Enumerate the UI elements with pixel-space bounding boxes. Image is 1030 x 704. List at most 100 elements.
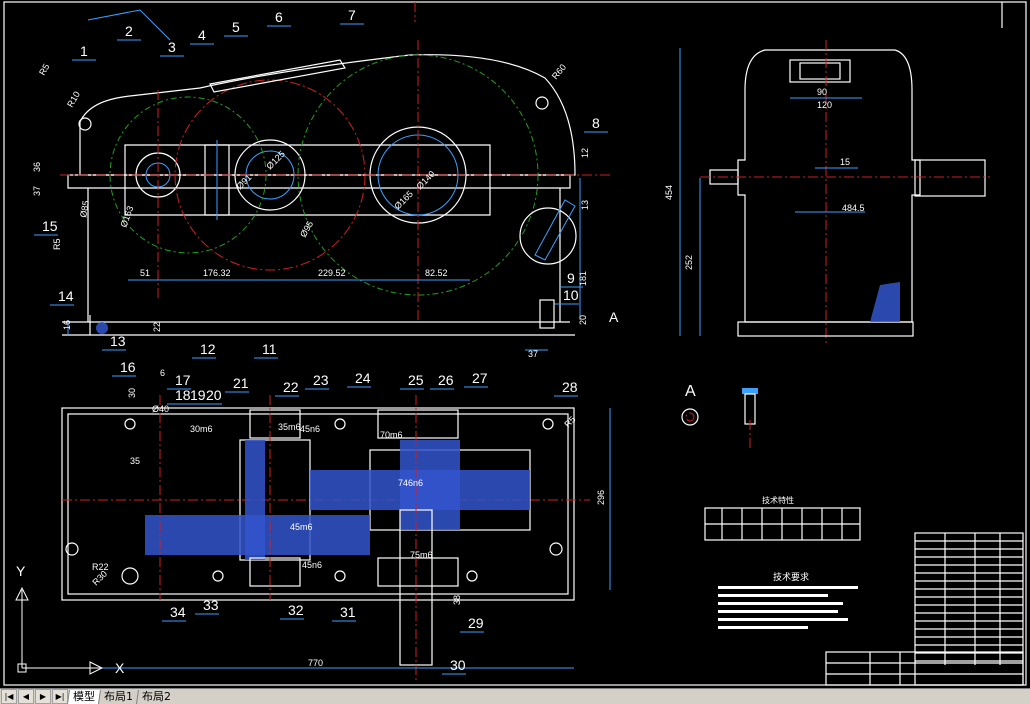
part-number-33: 33: [203, 597, 219, 613]
part-number-7: 7: [348, 7, 356, 23]
output-shaft: [914, 159, 986, 197]
top-dimension: 35: [130, 456, 140, 466]
top-dimension: R22: [92, 562, 109, 572]
part-number-3: 3: [168, 39, 176, 55]
tab-layout-2[interactable]: 布局2: [136, 689, 176, 704]
split-flange: [67, 174, 571, 189]
side-dimension: 484.5: [842, 203, 865, 213]
front-dimension: 176.32: [203, 268, 231, 278]
top-dimension: 45n6: [302, 560, 322, 570]
front-dimension: R60: [550, 62, 568, 81]
front-dimension: 12: [580, 148, 590, 158]
ucs-x-label: X: [115, 660, 125, 676]
tab-layout-1[interactable]: 布局1: [98, 689, 138, 704]
part-number-14: 14: [58, 288, 74, 304]
top-dimension: 45m6: [290, 522, 313, 532]
part-number-24: 24: [355, 370, 371, 386]
top-dimension: 35m6: [278, 422, 301, 432]
top-dimension: 770: [308, 658, 323, 668]
front-dimension: 16: [62, 320, 72, 330]
cad-drawing: 1234567891011121314151617181920212223242…: [3, 1, 1027, 686]
part-number-18: 18: [175, 387, 191, 403]
front-dimension: 51: [140, 268, 150, 278]
top-dimension: 746n6: [398, 478, 423, 488]
part-number-15: 15: [42, 218, 58, 234]
ucs-icon: [15, 586, 104, 675]
part-number-16: 16: [120, 359, 136, 375]
part-number-13: 13: [110, 333, 126, 349]
view-a: [681, 388, 758, 450]
tab-model-label: 模型: [73, 689, 95, 703]
part-number-1: 1: [80, 43, 88, 59]
front-dimension: 22: [152, 322, 162, 332]
part-number-25: 25: [408, 372, 424, 388]
output-shaft-top: [399, 509, 433, 666]
part-number-31: 31: [340, 604, 356, 620]
side-view: [679, 40, 990, 345]
tab-layout-1-label: 布局1: [104, 689, 133, 703]
part-number-17: 17: [175, 372, 191, 388]
side-dimension: 454: [664, 185, 674, 200]
side-dimension: 252: [684, 255, 694, 270]
part-number-30: 30: [450, 657, 466, 673]
front-dimension: Ø163: [118, 205, 135, 229]
part-number-23: 23: [313, 372, 329, 388]
tech-requirements-text: [718, 586, 858, 629]
part-number-32: 32: [288, 602, 304, 618]
first-tab-button[interactable]: |◀: [1, 689, 17, 704]
part-number-5: 5: [232, 19, 240, 35]
side-dimension: 15: [840, 157, 850, 167]
title-block: [825, 532, 1024, 686]
last-tab-button[interactable]: ▶|: [52, 689, 68, 704]
part-number-12: 12: [200, 341, 216, 357]
top-view: [61, 395, 611, 680]
front-dimension: R10: [65, 90, 82, 109]
part-number-20: 20: [206, 387, 222, 403]
part-number-27: 27: [472, 370, 488, 386]
inspection-cover: [209, 59, 346, 93]
part-number-34: 34: [170, 604, 186, 620]
top-dimension: 70m6: [380, 430, 403, 440]
part-number-4: 4: [198, 27, 206, 43]
next-tab-button[interactable]: ▶: [35, 689, 51, 704]
top-dimension: 38: [452, 595, 462, 605]
part-number-11: 11: [262, 341, 277, 357]
front-dimension: Ø125: [264, 149, 287, 172]
front-dimension: Ø85: [78, 200, 91, 218]
housing-cover-outline: [79, 54, 576, 176]
tech-chars-title: 技术特性: [762, 495, 794, 505]
part-number-2: 2: [125, 23, 133, 39]
section-view-label: A: [685, 383, 696, 400]
top-dimension: 296: [596, 490, 606, 505]
part-number-21: 21: [233, 375, 249, 391]
front-dimension: 82.52: [425, 268, 448, 278]
front-dimension: 36: [32, 162, 42, 172]
front-dimension: 181: [578, 271, 588, 286]
part-number-19: 19: [190, 387, 206, 403]
prev-tab-button[interactable]: ◀: [18, 689, 34, 704]
tab-layout-2-label: 布局2: [142, 689, 171, 703]
front-dimension: R5: [37, 62, 51, 77]
front-dimension: 13: [580, 200, 590, 210]
top-dimension: Ø40: [152, 404, 169, 414]
top-dimension: 45n6: [300, 424, 320, 434]
top-dimension: 75m6: [410, 550, 433, 560]
view-arrow-label: A: [609, 309, 619, 325]
part-number-9: 9: [567, 270, 575, 286]
part-number-22: 22: [283, 379, 299, 395]
top-dimension: 30m6: [190, 424, 213, 434]
part-number-10: 10: [563, 287, 579, 303]
front-dimension: 37: [32, 186, 42, 196]
drawing-border: [3, 1, 1027, 686]
front-dimension: R5: [52, 238, 62, 250]
tech-requirements-title: 技术要求: [773, 571, 809, 582]
top-dimension: 6: [160, 368, 165, 378]
front-dimension: Ø95: [298, 219, 315, 239]
front-dimension: 20: [578, 315, 588, 325]
part-number-28: 28: [562, 379, 578, 395]
front-dimension: Ø165: [392, 189, 415, 212]
part-number-6: 6: [275, 9, 283, 25]
top-dimension: R5: [562, 414, 577, 429]
tab-model[interactable]: 模型: [67, 689, 100, 704]
